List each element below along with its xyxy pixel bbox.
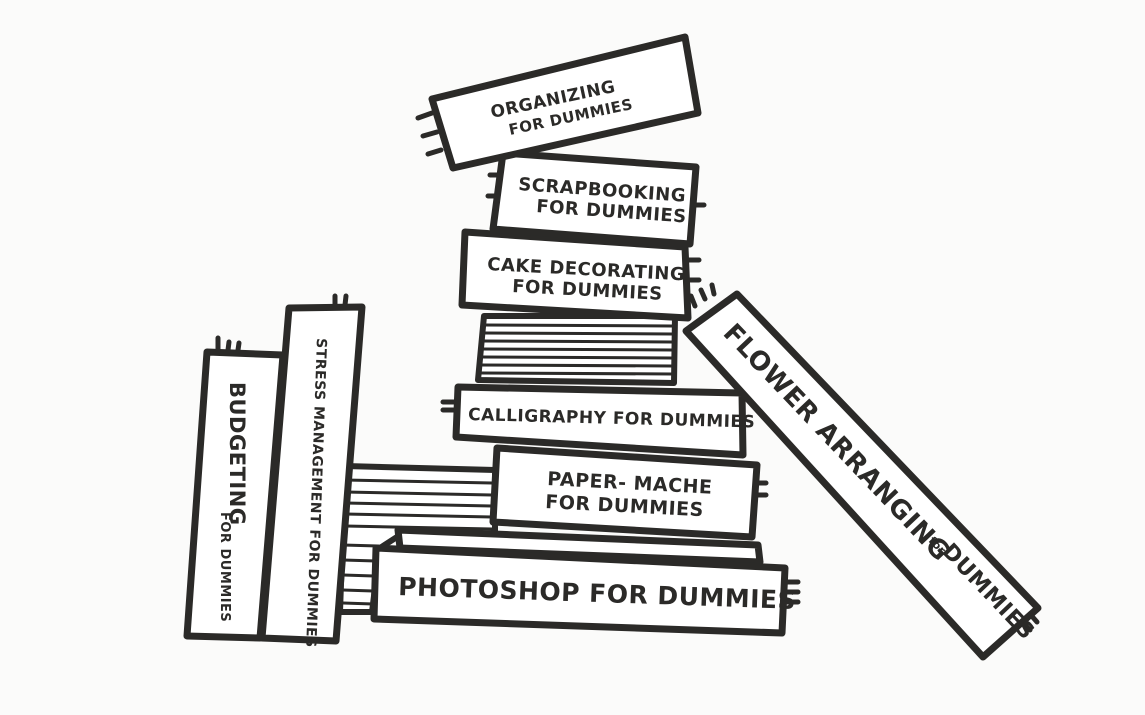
book-calligraphy: CALLIGRAPHY FOR DUMMIES	[440, 383, 756, 459]
book-papermache: PAPER- MACHE FOR DUMMIES	[489, 444, 769, 541]
budgeting-small: FOR DUMMIES	[217, 512, 232, 622]
budgeting-main: BUDGETING	[225, 382, 249, 526]
book-stress-management: STRESS MANAGEMENT FOR DUMMIES	[258, 293, 366, 648]
book-budgeting: BUDGETING FOR DUMMIES	[183, 335, 287, 642]
book-scrapbooking: SCRAPBOOKING FOR DUMMIES	[485, 149, 707, 248]
book-cake-decorating: CAKE DECORATING FOR DUMMIES	[458, 228, 702, 322]
book-organizing: ORGANIZING FOR DUMMIES	[415, 33, 702, 172]
book-photoshop: PHOTOSHOP FOR DUMMIES	[370, 526, 801, 637]
page-block-middle	[475, 313, 678, 386]
